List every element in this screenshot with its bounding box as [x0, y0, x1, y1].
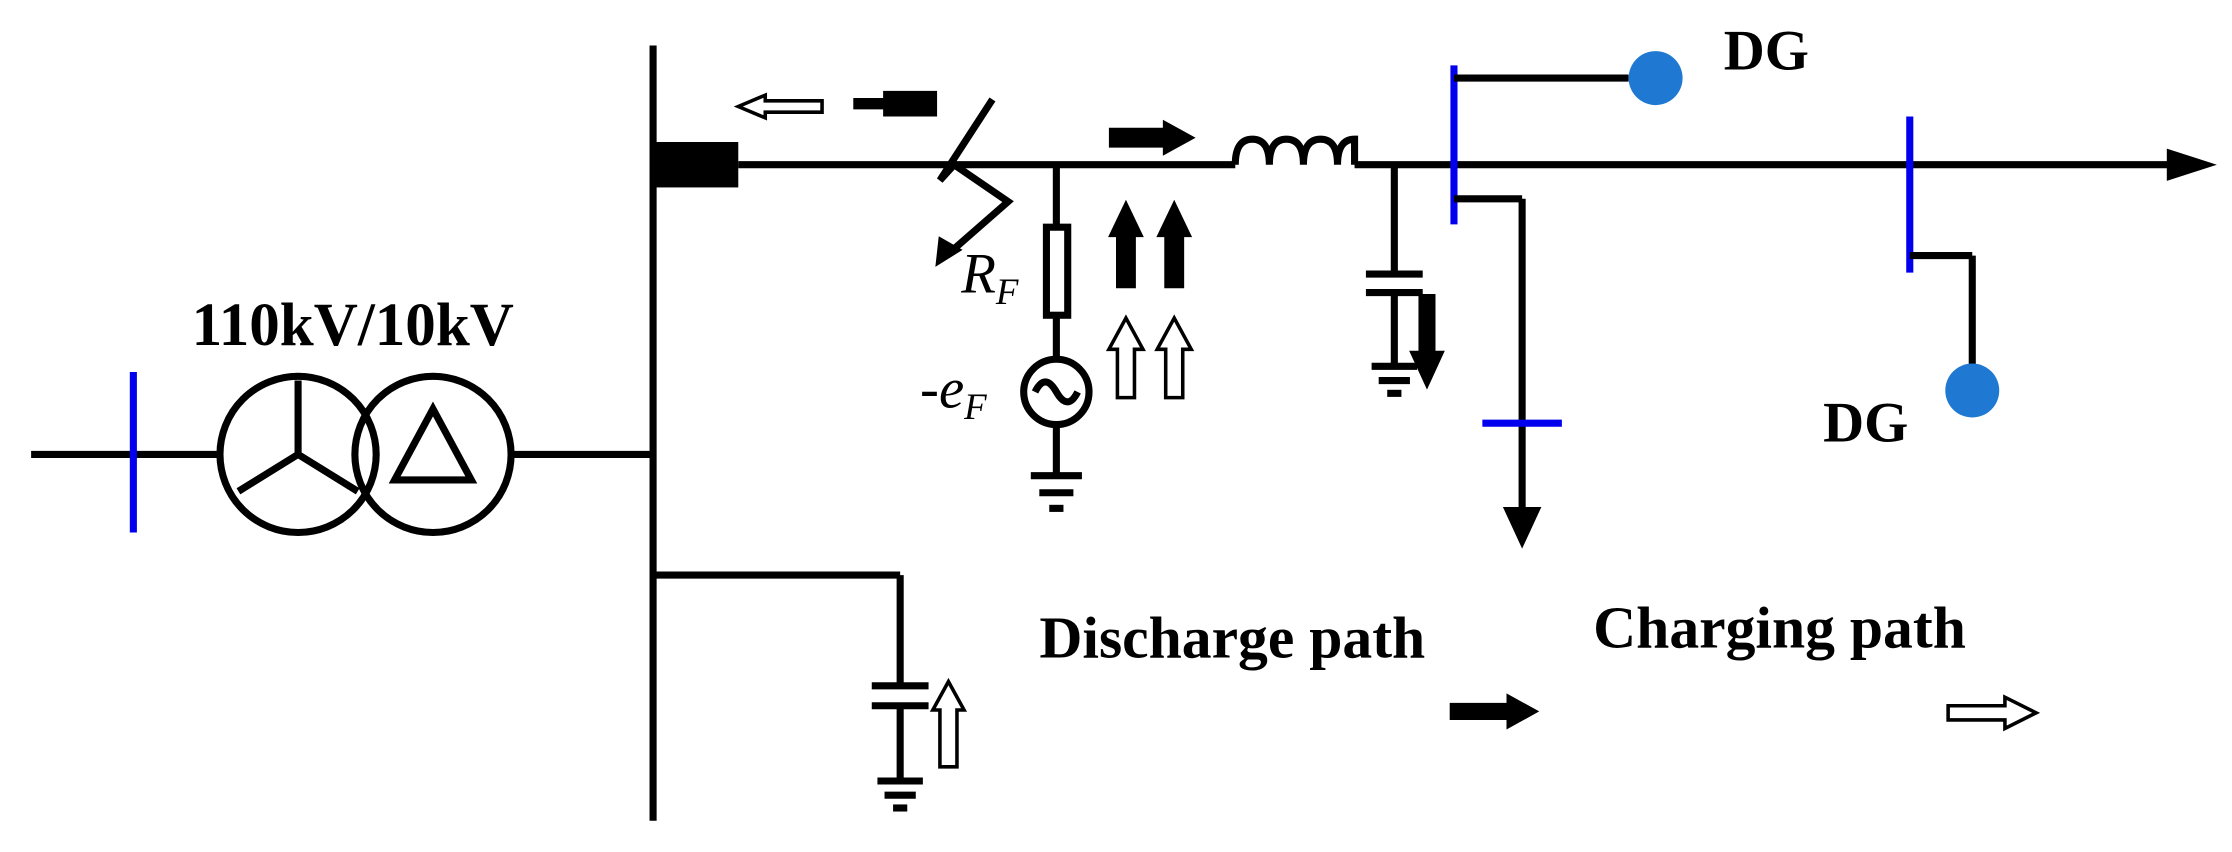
discharge-arrow-up: [1156, 199, 1193, 289]
dg-node: [1628, 51, 1683, 106]
dg-node: [1945, 363, 2000, 418]
discharge-arrow-down: [1409, 293, 1445, 390]
charging-arrow-up: [1154, 314, 1195, 400]
fault-resistor: [1042, 223, 1072, 319]
discharge-arrow-right: [1108, 119, 1196, 156]
feeder-end-arrow: [2166, 148, 2217, 181]
legend-charging-label: Charging path: [1593, 595, 1966, 661]
dg-branch-2: [1909, 252, 2000, 418]
charging-arrow-up: [929, 677, 968, 769]
dg-label: DG: [1724, 20, 1809, 83]
breaker: [653, 142, 739, 188]
transformer-symbol: [216, 372, 654, 537]
incoming-line: [31, 372, 223, 533]
dg-label: DG: [1823, 392, 1908, 455]
bus-capacitor-branch: [653, 571, 929, 812]
charging-arrow-left: [733, 92, 824, 121]
charging-arrow-up: [1105, 314, 1146, 400]
fault-resistance-label: RF: [960, 243, 1019, 312]
feeder: [653, 97, 2217, 267]
transformer-label: 110kV/10kV: [192, 292, 514, 359]
legend-discharge-label: Discharge path: [1039, 604, 1425, 670]
discharge-arrow-left: [853, 90, 938, 117]
legend-charging-arrow: [1946, 694, 2041, 732]
fault-source-label: -eF: [920, 358, 987, 427]
line-capacitor: [1365, 164, 1423, 397]
fault-branch: [1020, 164, 1093, 512]
downstream-branch: [1453, 195, 1562, 549]
legend-discharge-arrow: [1449, 693, 1540, 730]
ground-symbol: [1030, 472, 1082, 512]
fault-symbol: [936, 97, 996, 183]
inductor-symbol: [1231, 135, 1359, 165]
dg-branch-1: [1453, 51, 1683, 106]
discharge-arrow-up: [1108, 199, 1144, 289]
